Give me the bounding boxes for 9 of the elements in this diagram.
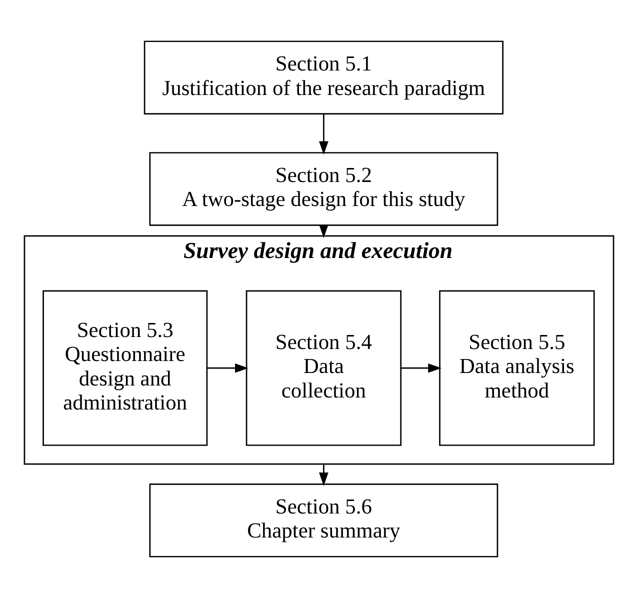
node-box: Section 5.6 Chapter summary [149, 484, 498, 558]
arrow [207, 363, 248, 373]
node-box: Section 5.5 Data analysis method [439, 290, 595, 446]
arrow [401, 363, 442, 373]
node-box: Section 5.4 Data collection [246, 290, 402, 446]
node-box: Section 5.1 Justification of the research paradigm [144, 40, 504, 114]
arrow [319, 114, 328, 155]
node-box: Section 5.3 Questionnaire design and administration [42, 290, 208, 446]
arrow [319, 464, 328, 486]
